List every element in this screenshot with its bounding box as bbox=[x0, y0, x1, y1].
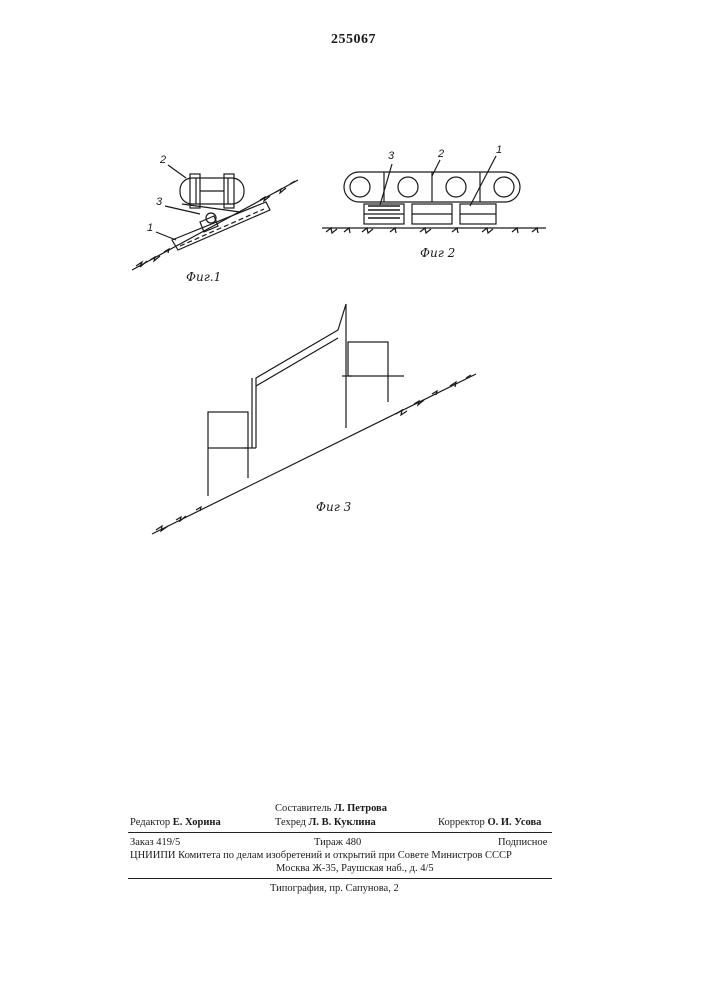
figure-3-drawing bbox=[152, 304, 476, 534]
techred-label: Техред bbox=[275, 817, 306, 828]
corrector-line: Корректор О. И. Усова bbox=[438, 816, 541, 829]
fig2-callout-1: 1 bbox=[496, 144, 502, 156]
compiler-name: Л. Петрова bbox=[334, 803, 387, 814]
editor-line: Редактор Е. Хорина bbox=[130, 816, 221, 829]
editor-name: Е. Хорина bbox=[173, 817, 221, 828]
techred-name: Л. В. Куклина bbox=[309, 817, 376, 828]
corrector-name: О. И. Усова bbox=[487, 817, 541, 828]
institute-address: Москва Ж-35, Раушская наб., д. 4/5 bbox=[276, 862, 434, 875]
fig2-callout-2: 2 bbox=[438, 148, 444, 160]
fig2-callout-3: 3 bbox=[388, 150, 394, 162]
techred-line: Техред Л. В. Куклина bbox=[275, 816, 376, 829]
fig2-caption: Фиг 2 bbox=[420, 246, 455, 260]
fig3-caption: Фиг 3 bbox=[316, 500, 351, 514]
institute: ЦНИИПИ Комитета по делам изобретений и о… bbox=[130, 849, 512, 862]
order-number: Заказ 419/5 bbox=[130, 836, 180, 849]
fig1-callout-1: 1 bbox=[147, 222, 153, 234]
corrector-label: Корректор bbox=[438, 817, 485, 828]
fig1-callout-3: 3 bbox=[156, 196, 162, 208]
figure-1-drawing bbox=[132, 165, 298, 270]
printer: Типография, пр. Сапунова, 2 bbox=[270, 882, 399, 895]
compiler-line: Составитель Л. Петрова bbox=[275, 802, 387, 815]
compiler-label: Составитель bbox=[275, 803, 331, 814]
editor-label: Редактор bbox=[130, 817, 170, 828]
subscription: Подписное bbox=[498, 836, 547, 849]
circulation: Тираж 480 bbox=[314, 836, 361, 849]
figure-2-drawing bbox=[322, 156, 546, 233]
imprint-rule-bottom bbox=[128, 878, 552, 879]
fig1-caption: Фиг.1 bbox=[186, 270, 221, 284]
imprint-rule-top bbox=[128, 832, 552, 833]
fig1-callout-2: 2 bbox=[160, 154, 166, 166]
